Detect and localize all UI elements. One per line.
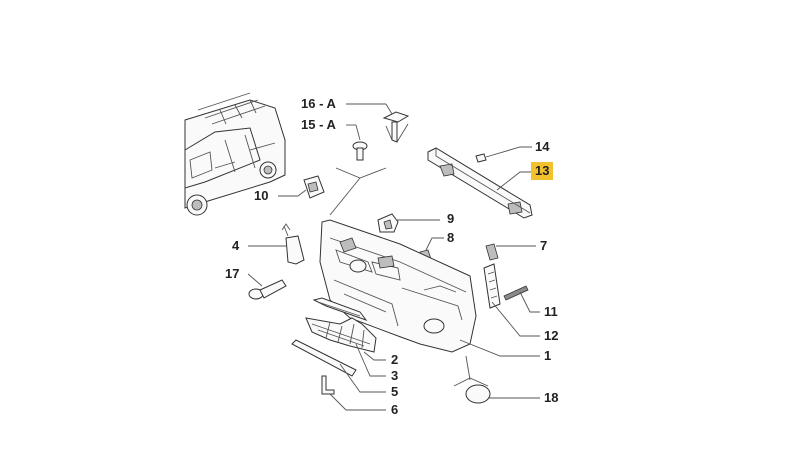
callout-15-a[interactable]: 15 - A (301, 117, 336, 132)
part-1-front-bumper[interactable] (319, 219, 477, 353)
callout-12[interactable]: 12 (544, 328, 559, 343)
part-6-clip[interactable] (321, 375, 335, 395)
callout-2[interactable]: 2 (391, 352, 399, 367)
part-18-fog-cover[interactable] (465, 384, 491, 404)
callout-17[interactable]: 17 (225, 266, 240, 281)
callout-5[interactable]: 5 (391, 384, 399, 399)
part-3-lower-grille[interactable] (305, 317, 377, 353)
callout-8[interactable]: 8 (447, 230, 455, 245)
callout-10[interactable]: 10 (254, 188, 269, 203)
part-17-tow-eye[interactable] (248, 279, 287, 300)
part-12-side-strip[interactable] (483, 263, 501, 309)
vehicle-illustration (184, 92, 286, 216)
callout-18[interactable]: 18 (544, 390, 559, 405)
part-16-push-clip[interactable] (382, 111, 410, 143)
callout-1[interactable]: 1 (544, 348, 552, 363)
callout-16-a[interactable]: 16 - A (301, 96, 336, 111)
part-7-side-bracket[interactable] (485, 243, 499, 261)
callout-11[interactable]: 11 (544, 304, 558, 319)
callout-14[interactable]: 14 (535, 139, 550, 154)
callout-13-highlighted[interactable]: 13 (531, 162, 554, 180)
part-5-trim-strip[interactable] (291, 339, 357, 377)
callout-7[interactable]: 7 (540, 238, 548, 253)
part-2-upper-grille[interactable] (312, 297, 368, 322)
part-9-bracket[interactable] (377, 213, 399, 233)
part-14-clip[interactable] (475, 153, 487, 163)
callout-4[interactable]: 4 (232, 238, 240, 253)
callout-9[interactable]: 9 (447, 211, 455, 226)
part-4-tow-flap[interactable] (281, 223, 305, 265)
part-11-pin[interactable] (503, 285, 529, 301)
callout-3[interactable]: 3 (391, 368, 399, 383)
callout-6[interactable]: 6 (391, 402, 399, 417)
part-15-screw[interactable] (352, 141, 368, 161)
part-10-tow-cover[interactable] (303, 175, 325, 199)
part-13-reinforcement-bar[interactable] (427, 147, 533, 219)
